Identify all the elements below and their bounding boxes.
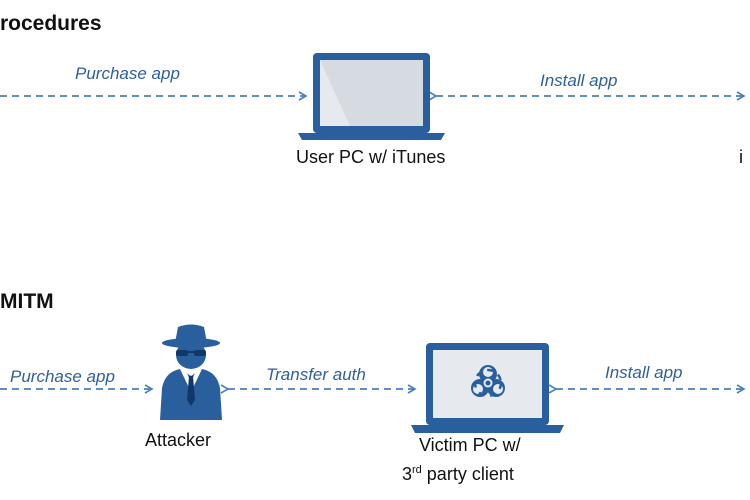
edge-label-transfer-auth: Transfer auth <box>266 365 366 384</box>
biohazard-icon <box>471 365 505 398</box>
section-title-mitm: MITM <box>0 290 54 313</box>
edge-label-install-app-top: Install app <box>540 71 618 90</box>
node-label-cropped-device: i <box>739 147 743 167</box>
section-title-procedures: rocedures <box>0 12 102 35</box>
edge-label-install-app-bottom: Install app <box>605 363 683 382</box>
spy-icon <box>160 324 222 420</box>
biohazard-laptop-icon <box>411 343 564 433</box>
victim-line2-prefix: 3 <box>402 464 413 484</box>
edge-label-purchase-app-bottom: Purchase app <box>10 367 115 386</box>
victim-line2-suffix: party client <box>421 464 514 484</box>
node-label-attacker: Attacker <box>145 430 212 450</box>
node-label-victim-line2: 3rd party client <box>402 464 514 485</box>
victim-line2-sup: rd <box>412 464 422 476</box>
laptop-icon <box>298 53 445 140</box>
node-label-victim-line1: Victim PC w/ <box>419 435 521 455</box>
edge-label-purchase-app-top: Purchase app <box>75 64 180 83</box>
node-label-user-pc: User PC w/ iTunes <box>296 147 446 167</box>
